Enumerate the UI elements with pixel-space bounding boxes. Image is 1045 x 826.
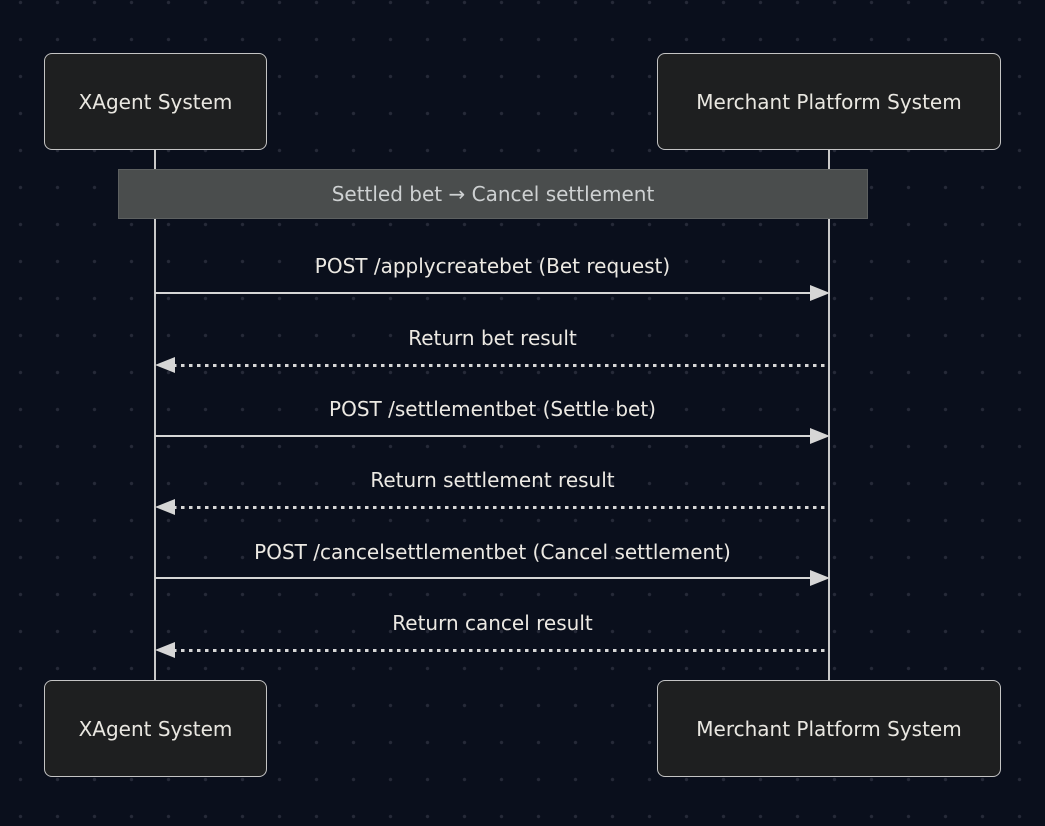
message-arrow-solid: [155, 435, 812, 437]
actor-merchant-bottom: Merchant Platform System: [657, 680, 1001, 777]
message-label: Return cancel result: [392, 611, 593, 635]
actor-xagent-top-label: XAgent System: [78, 89, 233, 114]
arrowhead-right-icon: [810, 285, 830, 301]
message-arrow-solid: [155, 577, 812, 579]
actor-merchant-top-label: Merchant Platform System: [696, 89, 962, 114]
arrowhead-right-icon: [810, 428, 830, 444]
diagram-title: Settled bet → Cancel settlement: [118, 169, 868, 219]
arrowhead-left-icon: [155, 357, 175, 373]
arrowhead-left-icon: [155, 499, 175, 515]
arrowhead-left-icon: [155, 642, 175, 658]
message-arrow-dashed: [173, 649, 828, 652]
lifeline-merchant: [828, 150, 830, 681]
message-label: POST /cancelsettlementbet (Cancel settle…: [254, 540, 731, 564]
actor-xagent-bottom-label: XAgent System: [78, 716, 233, 741]
message-label: POST /settlementbet (Settle bet): [329, 397, 656, 421]
diagram-title-label: Settled bet → Cancel settlement: [331, 182, 655, 206]
message-arrow-dashed: [173, 364, 828, 367]
message-label: Return bet result: [408, 326, 577, 350]
actor-merchant-top: Merchant Platform System: [657, 53, 1001, 150]
message-label: Return settlement result: [370, 468, 615, 492]
lifeline-xagent: [154, 150, 156, 681]
arrowhead-right-icon: [810, 570, 830, 586]
actor-merchant-bottom-label: Merchant Platform System: [696, 716, 962, 741]
message-arrow-dashed: [173, 506, 828, 509]
message-arrow-solid: [155, 292, 812, 294]
actor-xagent-top: XAgent System: [44, 53, 267, 150]
actor-xagent-bottom: XAgent System: [44, 680, 267, 777]
message-label: POST /applycreatebet (Bet request): [314, 254, 671, 278]
